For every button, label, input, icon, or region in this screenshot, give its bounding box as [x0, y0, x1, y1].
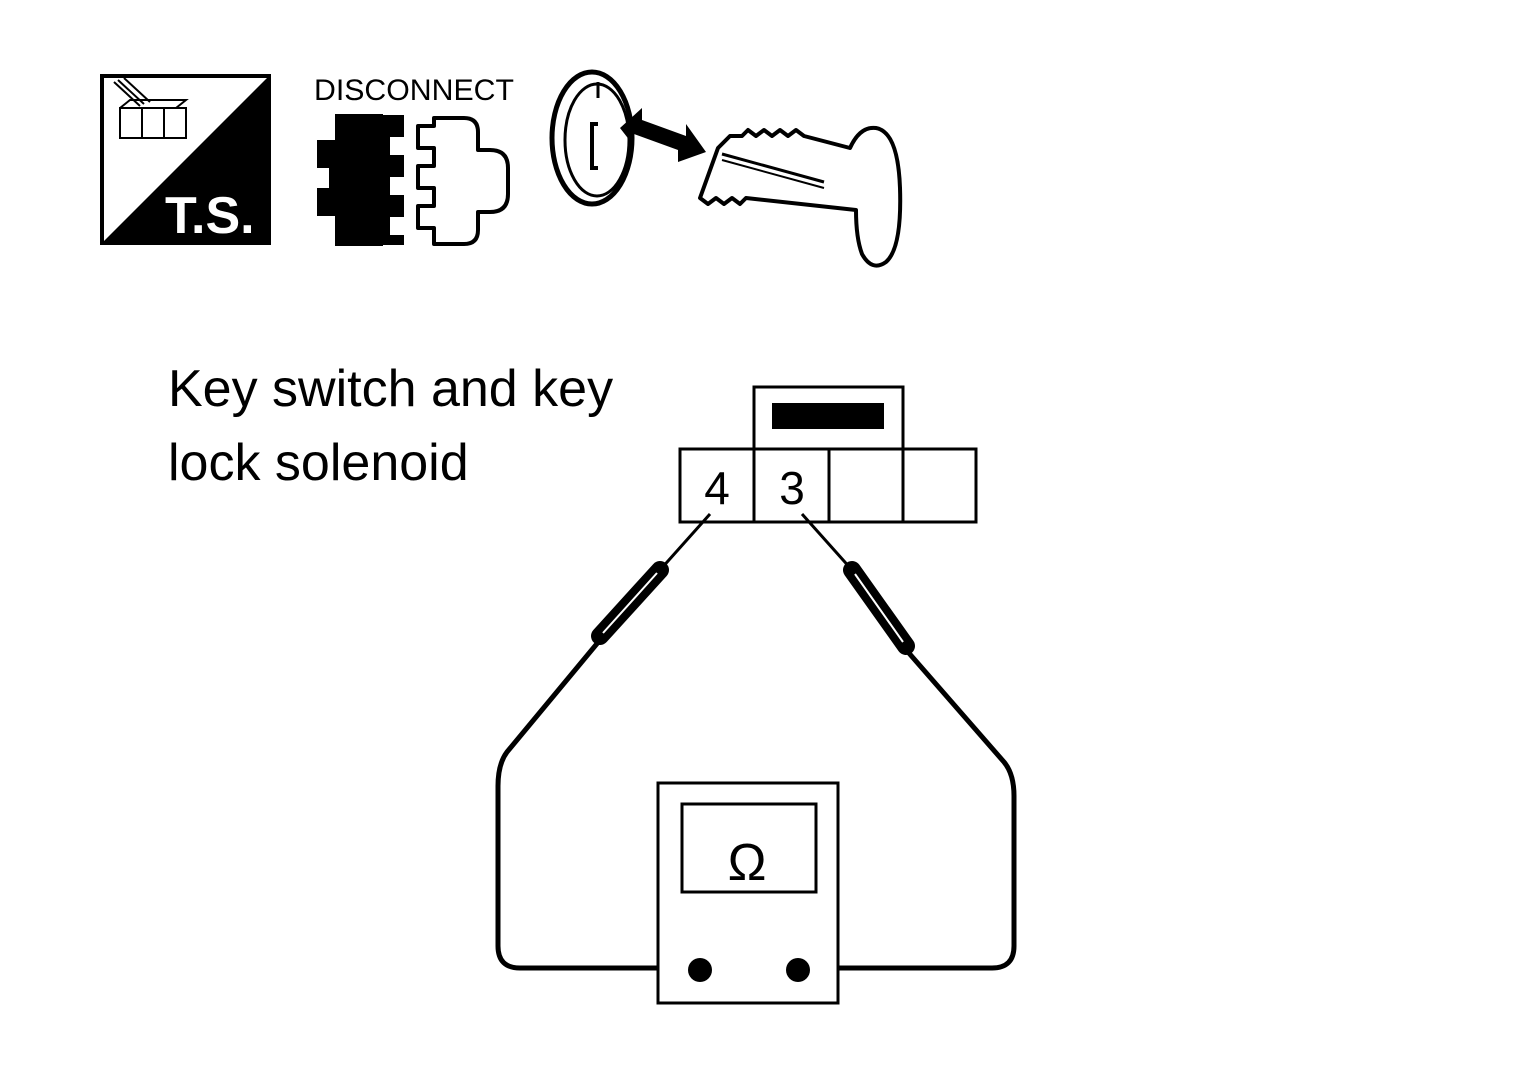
plug-connector — [317, 114, 383, 246]
key-icon — [698, 125, 903, 268]
ignition-key-icon — [549, 69, 903, 268]
ohmmeter-display — [680, 802, 818, 894]
disconnect-label: DISCONNECT — [314, 74, 514, 107]
connector: 4 3 — [678, 385, 978, 524]
test-lead-right — [795, 649, 1017, 971]
troubleshooting-label: T.S. — [165, 187, 255, 245]
ohmmeter: Ω — [656, 781, 840, 1005]
probe-left — [591, 513, 712, 645]
terminal-jack-right — [786, 958, 810, 982]
component-name-line1: Key switch and key — [168, 360, 613, 418]
connector-terminal: 3 — [779, 462, 805, 514]
insert-arrow-icon — [620, 108, 706, 162]
probe-right — [800, 513, 915, 655]
component-name-line2: lock solenoid — [168, 434, 469, 492]
disconnect-icon: DISCONNECT — [314, 74, 514, 246]
connector-terminal: 4 — [704, 462, 730, 514]
receptacle-connector — [416, 116, 510, 246]
terminal-jack-left — [688, 958, 712, 982]
test-lead-left — [495, 637, 703, 971]
ohm-symbol: Ω — [728, 834, 767, 892]
troubleshooting-icon: T.S. — [100, 74, 271, 245]
connector-key-bar — [772, 403, 884, 429]
